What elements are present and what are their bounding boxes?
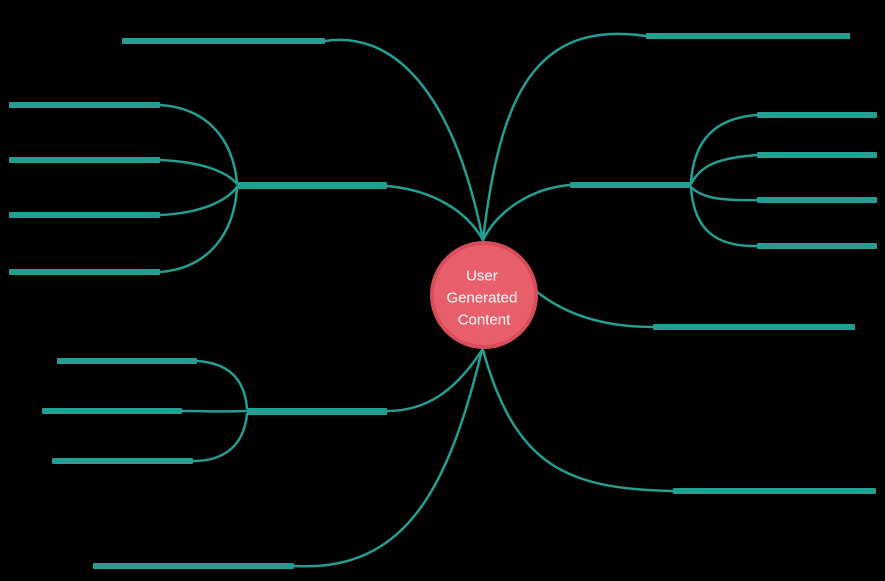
- connector-bottom-left-main: [385, 348, 484, 413]
- center-node-label: User Generated Content: [446, 268, 521, 329]
- branch-bar-left-child-4[interactable]: [9, 269, 160, 275]
- connector-left-main: [385, 184, 485, 242]
- branch-bar-left-child-2[interactable]: [9, 157, 160, 163]
- branch-bar-right-child-2[interactable]: [757, 152, 877, 158]
- connector-bottom-left-child-1: [195, 359, 249, 410]
- center-label-line-2: Generated: [446, 290, 517, 307]
- connector-right-main: [481, 183, 572, 242]
- branch-bar-bottom-left-child-2[interactable]: [42, 408, 182, 414]
- connector-left-child-1: [158, 103, 239, 185]
- branch-bar-top-left[interactable]: [122, 38, 325, 44]
- connector-bottom-left-child-3: [191, 412, 249, 463]
- branch-bar-left-child-3[interactable]: [9, 212, 160, 218]
- connector-right-child-4: [689, 186, 759, 248]
- connector-right-child-1: [689, 113, 759, 184]
- connector-left-child-2: [158, 158, 239, 186]
- center-label-line-3: Content: [458, 312, 511, 329]
- branch-bar-right-lower[interactable]: [653, 324, 855, 330]
- branch-bar-right-child-3[interactable]: [757, 197, 877, 203]
- branch-bar-bottom-right[interactable]: [673, 488, 876, 494]
- connector-right-lower: [534, 289, 655, 329]
- branch-bar-right-child-1[interactable]: [757, 112, 877, 118]
- branch-bar-left-main[interactable]: [237, 182, 387, 189]
- connector-top-right: [481, 32, 648, 242]
- connector-right-child-2: [689, 153, 759, 186]
- center-node-group[interactable]: User Generated Content: [430, 241, 538, 349]
- branch-bar-bottom-center[interactable]: [93, 563, 294, 569]
- connector-bottom-right: [481, 348, 675, 493]
- connector-left-child-4: [158, 186, 239, 274]
- center-node-circle[interactable]: [430, 241, 538, 349]
- branch-bar-right-child-4[interactable]: [757, 243, 877, 249]
- connectors-layer: [158, 32, 759, 568]
- connector-bottom-center: [292, 348, 484, 568]
- branch-bar-right-main[interactable]: [570, 182, 691, 188]
- branch-bar-top-right[interactable]: [646, 33, 850, 39]
- branch-bar-left-child-1[interactable]: [9, 102, 160, 108]
- connector-right-child-3: [689, 185, 759, 202]
- branch-bar-bottom-left-main[interactable]: [247, 408, 387, 415]
- connector-left-child-3: [158, 185, 239, 217]
- branch-bar-bottom-left-child-3[interactable]: [52, 458, 193, 464]
- center-label-line-1: User: [466, 268, 498, 285]
- bars-layer: [9, 33, 877, 569]
- connector-top-left: [323, 38, 485, 242]
- branch-bar-bottom-left-child-1[interactable]: [57, 358, 197, 364]
